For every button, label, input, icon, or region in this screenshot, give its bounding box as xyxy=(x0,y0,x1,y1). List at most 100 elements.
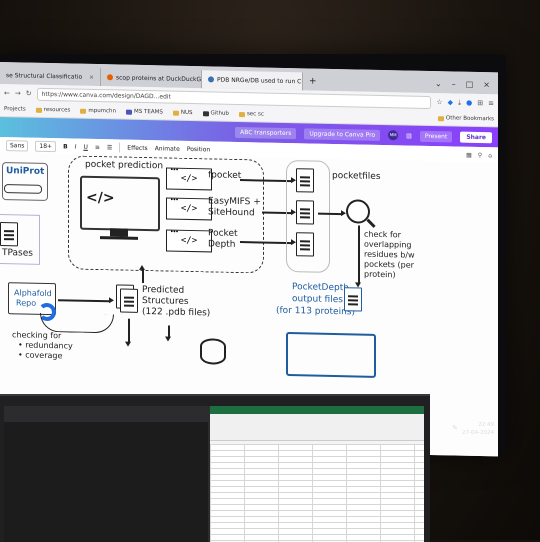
account-icon[interactable]: ● xyxy=(466,98,473,107)
file-icon xyxy=(296,168,314,193)
file-icon xyxy=(344,287,362,312)
arrow-up-to-prediction xyxy=(142,268,144,284)
bookmark-star-icon[interactable]: ☆ xyxy=(436,98,443,107)
file-icon xyxy=(0,222,18,247)
code-glyph: </> xyxy=(86,189,115,207)
font-size-select[interactable]: 18+ xyxy=(35,140,57,152)
fpocket-code-icon: </> xyxy=(166,167,212,191)
terminal-window xyxy=(4,422,208,542)
pen-icon: ✎ xyxy=(452,424,458,432)
database-icon xyxy=(200,338,226,365)
arrow-to-predicted xyxy=(58,299,110,302)
arrow-down-to-output xyxy=(358,225,360,284)
alphafold-label-2: Repo xyxy=(16,298,37,308)
browser-tab-2[interactable]: scop proteins at DuckDuckGo × xyxy=(101,68,202,89)
close-icon[interactable]: × xyxy=(88,73,94,81)
easymifs-label: EasyMIFS + xyxy=(208,196,261,208)
laptop-screen xyxy=(4,406,424,542)
folder-icon xyxy=(172,110,179,116)
depth-label: Depth xyxy=(208,239,236,250)
system-clock: 22:49 27-04-2024 xyxy=(462,422,494,437)
search-bar-graphic xyxy=(4,184,42,194)
checking-label: checking for xyxy=(12,330,62,341)
web-page-graphic xyxy=(286,331,376,378)
pocket-prediction-label: pocket prediction xyxy=(85,159,164,172)
clock-date: 27-04-2024 xyxy=(462,429,494,436)
excel-title-bar xyxy=(210,406,424,414)
position-button[interactable]: Position xyxy=(186,145,211,153)
pocketdepth-code-icon: </> xyxy=(166,229,212,253)
excel-grid[interactable] xyxy=(210,444,424,542)
pocketfiles-label: pocketfiles xyxy=(332,170,381,182)
bookmark-nus[interactable]: NUS xyxy=(172,110,193,116)
check-label-2: overlapping xyxy=(364,239,412,250)
predicted-label-3: (122 .pdb files) xyxy=(142,306,211,319)
uniprot-logo: UniProt xyxy=(6,166,45,177)
menu-icon[interactable]: ≡ xyxy=(488,99,494,108)
avatar[interactable]: MM xyxy=(388,130,399,141)
animate-button[interactable]: Animate xyxy=(154,144,180,153)
font-select[interactable]: Sans xyxy=(6,139,29,152)
monitor: se Structural Classificatio × scop prote… xyxy=(0,54,506,457)
transparency-icon[interactable]: ▦ xyxy=(466,151,472,159)
folder-icon xyxy=(238,111,245,117)
document-title[interactable]: ABC transporters xyxy=(235,126,297,139)
redundancy-label: • redundancy xyxy=(18,340,73,351)
maximize-icon[interactable]: □ xyxy=(465,79,474,89)
list-icon[interactable]: ☰ xyxy=(106,143,113,151)
check-label-3: residues b/w xyxy=(364,249,415,260)
window-controls: ⌄ – □ × xyxy=(427,75,498,94)
bookmark-ms-teams[interactable]: MS TEAMS xyxy=(126,109,163,115)
fpocket-label: fpocket xyxy=(208,170,242,182)
present-button[interactable]: Present xyxy=(419,130,453,142)
check-label-4: pockets (per xyxy=(364,259,414,270)
back-icon[interactable]: ← xyxy=(4,89,10,98)
tab-label: scop proteins at DuckDuckGo xyxy=(116,73,202,83)
browser-tab-3[interactable]: PDB NRGe/DB used to run CH × xyxy=(202,70,303,91)
italic-button[interactable]: I xyxy=(74,143,77,151)
bookmark-github[interactable]: Github xyxy=(202,110,229,117)
predicted-label-1: Predicted xyxy=(142,284,185,296)
magnifier-handle xyxy=(366,218,376,228)
close-window-icon[interactable]: × xyxy=(483,80,490,90)
check-label-5: protein) xyxy=(364,269,396,280)
alphafold-label-1: Alphafold xyxy=(14,288,52,299)
pocket-icon[interactable]: ◆ xyxy=(447,98,454,107)
arrow-to-db xyxy=(168,325,170,338)
extensions-icon[interactable]: ⊞ xyxy=(477,98,484,108)
download-icon[interactable]: ⤓ xyxy=(458,98,462,107)
bookmark-resources[interactable]: resources xyxy=(35,107,70,113)
folder-icon xyxy=(35,107,42,113)
share-button[interactable]: Share xyxy=(460,131,492,143)
align-icon[interactable]: ≡ xyxy=(94,143,100,151)
laptop xyxy=(0,394,430,542)
github-icon xyxy=(202,110,209,116)
bookmark-mpumchn[interactable]: mpumchn xyxy=(80,108,116,114)
pocketdepth-output-label-1: PocketDepth xyxy=(292,282,349,294)
easymifs-code-icon: </> xyxy=(166,197,212,221)
link-icon[interactable]: ⚲ xyxy=(477,151,483,159)
reload-icon[interactable]: ↻ xyxy=(25,89,32,98)
upgrade-button[interactable]: Upgrade to Canva Pro xyxy=(304,127,381,141)
bookmark-projects[interactable]: Projects xyxy=(4,106,26,113)
clock-time: 22:49 xyxy=(478,422,494,428)
bold-button[interactable]: B xyxy=(63,142,68,150)
browser-tab-1[interactable]: se Structural Classificatio × xyxy=(0,66,101,87)
new-tab-icon[interactable]: + xyxy=(309,76,317,87)
pdb-icon xyxy=(208,76,214,83)
tab-label: se Structural Classificatio xyxy=(6,71,83,81)
lock-icon[interactable]: ⌂ xyxy=(488,151,492,159)
bookmark-sec-sc[interactable]: sec sc xyxy=(238,111,264,118)
chevron-down-icon[interactable]: ⌄ xyxy=(435,79,442,89)
effects-button[interactable]: Effects xyxy=(127,144,148,152)
other-bookmarks[interactable]: Other Bookmarks xyxy=(437,115,494,122)
check-label-1: check for xyxy=(364,229,401,240)
sitehound-label: SiteHound xyxy=(208,207,255,219)
underline-button[interactable]: U xyxy=(83,143,88,151)
teams-icon xyxy=(126,109,133,115)
tab-label: PDB NRGe/DB used to run CH xyxy=(217,76,303,85)
forward-icon[interactable]: → xyxy=(14,89,21,98)
stats-icon[interactable]: ▥ xyxy=(406,132,412,140)
pocketdepth-output-label-2: output files xyxy=(292,294,343,306)
minimize-icon[interactable]: – xyxy=(451,79,456,89)
